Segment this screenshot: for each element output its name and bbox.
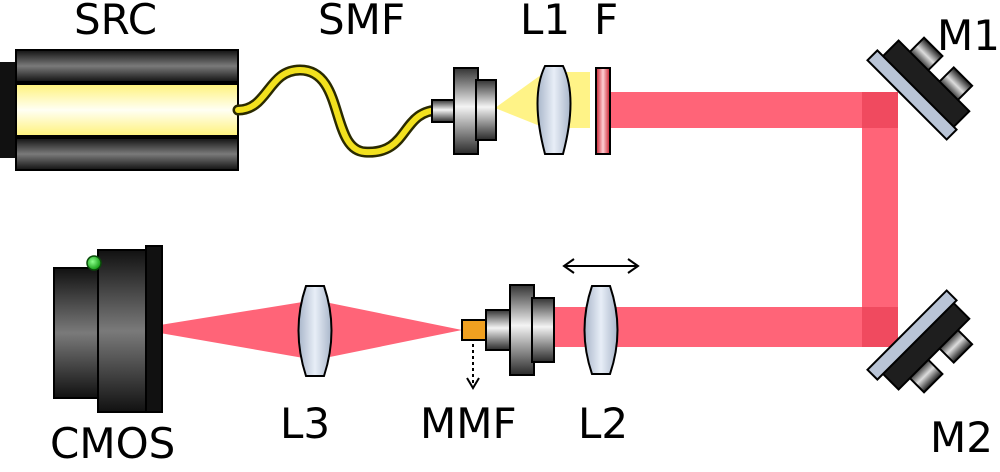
label-mmf: MMF xyxy=(420,399,517,448)
label-l1: L1 xyxy=(520,0,570,44)
fiber-coupler-bottom xyxy=(461,284,555,376)
lens-l2-body xyxy=(583,285,619,375)
beam-overlap-m1 xyxy=(862,92,898,128)
beam-segment-l3-to-cmos xyxy=(160,300,315,360)
coupler-ferrule xyxy=(431,99,457,123)
lens-l3 xyxy=(297,285,333,377)
source-band-top xyxy=(15,49,239,83)
label-m2: M2 xyxy=(930,413,993,462)
beam-segment-f-to-m1 xyxy=(606,92,894,128)
beam-segment-mmf-to-l3 xyxy=(315,300,462,360)
label-l3: L3 xyxy=(280,399,330,448)
filter-body xyxy=(595,67,611,155)
camera-rear-body xyxy=(53,267,101,399)
label-cmos: CMOS xyxy=(50,419,175,467)
label-smf: SMF xyxy=(318,0,405,44)
fiber-core xyxy=(235,66,443,156)
label-src: SRC xyxy=(74,0,157,44)
label-f: F xyxy=(594,0,618,44)
mirror-m1 xyxy=(866,36,974,141)
laser-beam-path xyxy=(160,72,898,360)
lens-l2 xyxy=(583,285,619,375)
coupler-bottom-plate xyxy=(509,284,535,376)
camera-sensor-plate xyxy=(145,245,163,413)
fiber-coupler-top xyxy=(431,67,497,155)
filter-f xyxy=(595,67,611,155)
source-end-cap xyxy=(0,62,16,158)
single-mode-fiber xyxy=(232,64,446,158)
lens-l3-body xyxy=(297,285,333,377)
coupler-barrel xyxy=(475,79,497,141)
beam-overlap-m2 xyxy=(862,307,898,347)
mirror-m2 xyxy=(866,289,974,394)
mirror-m1-face xyxy=(866,48,958,141)
label-m1: M1 xyxy=(937,11,1000,60)
mmf-tip xyxy=(461,319,489,341)
camera-status-led xyxy=(86,255,102,271)
beam-segment-m1-to-m2 xyxy=(862,100,898,340)
coupler-plate xyxy=(453,67,479,155)
mirror-m2-face xyxy=(866,289,958,382)
coupler-bottom-ferrule xyxy=(485,309,513,351)
dotted-down-arrow-icon xyxy=(466,344,480,390)
source-light-window xyxy=(15,83,239,137)
camera-front-body xyxy=(97,249,149,413)
coupler-bottom-barrel xyxy=(531,297,555,363)
label-l2: L2 xyxy=(578,399,628,448)
source-band-bottom xyxy=(15,137,239,171)
cmos-camera xyxy=(53,245,163,413)
double-arrow-icon xyxy=(562,258,640,274)
component-labels: SRC SMF L1 F M1 M2 CMOS L3 MMF L2 xyxy=(50,0,1000,468)
lens-l1 xyxy=(536,65,572,155)
light-source xyxy=(0,49,239,171)
lens-l1-body xyxy=(536,65,572,155)
